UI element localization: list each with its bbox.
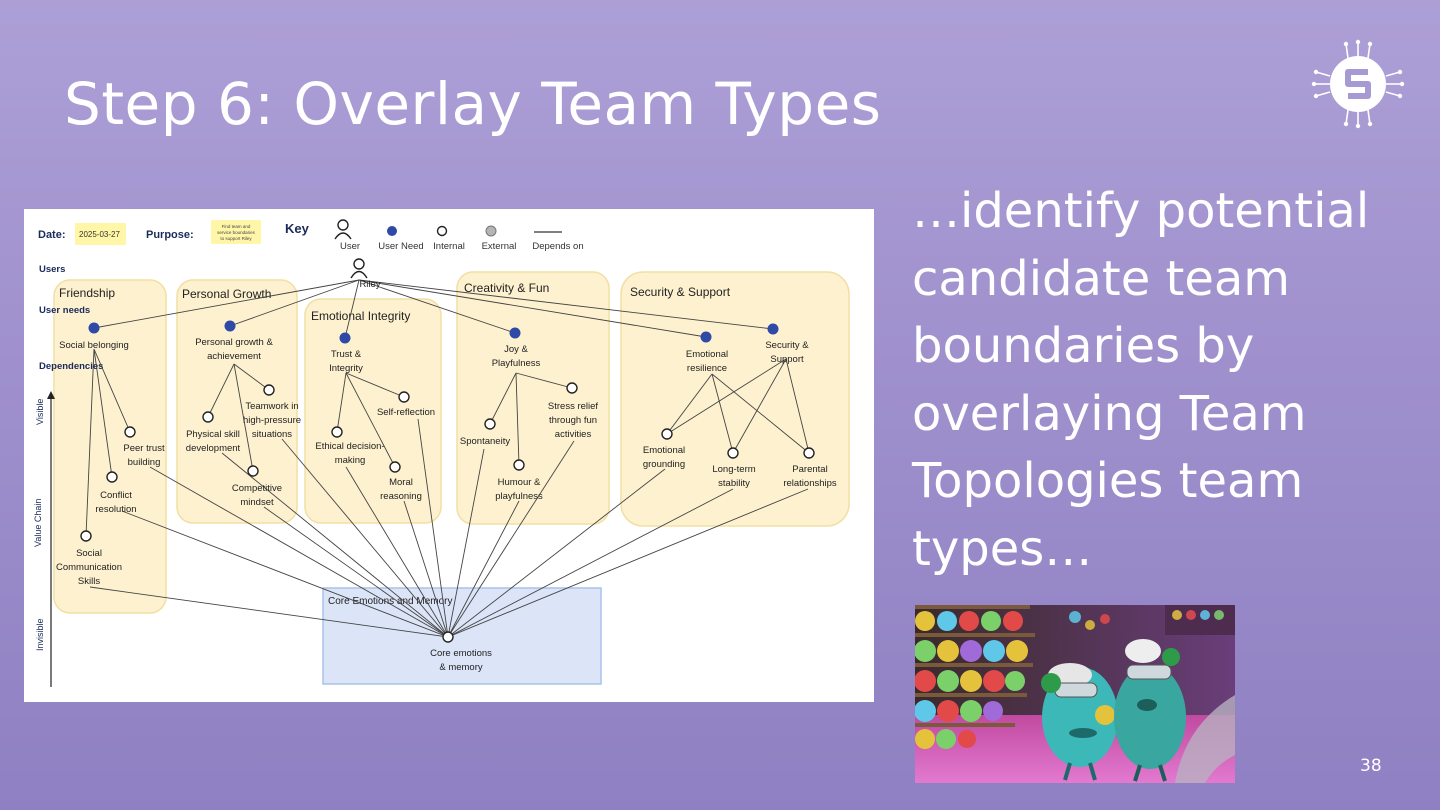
purpose-line: service boundaries — [217, 230, 256, 235]
comp-teamwork: high-pressure — [243, 415, 301, 426]
comp-long-term: stability — [718, 478, 750, 489]
need-emotional-resilience: resilience — [687, 363, 727, 374]
need-personal-growth: achievement — [207, 351, 261, 362]
comp-stress-relief: activities — [555, 429, 592, 440]
group-label-emotional-integrity: Emotional Integrity — [311, 309, 410, 323]
slide-title: Step 6: Overlay Team Types — [64, 70, 882, 138]
page-number: 38 — [1360, 756, 1382, 776]
side-line: Topologies team — [912, 453, 1304, 509]
comp-teamwork: situations — [252, 429, 292, 440]
key-item: Internal — [433, 241, 465, 252]
comp-emotional-grounding: grounding — [643, 459, 685, 470]
comp-moral: reasoning — [380, 491, 422, 502]
group-core — [322, 587, 602, 685]
row-label-users: Users — [39, 264, 65, 275]
purpose-label: Purpose: — [146, 229, 194, 241]
date-badge — [75, 223, 126, 245]
date-value: 2025-03-27 — [79, 230, 120, 239]
group-emotional-integrity — [304, 298, 442, 524]
comp-parental: relationships — [783, 478, 837, 489]
purpose-badge — [211, 220, 261, 244]
comp-peer-trust: Peer trust — [123, 443, 165, 454]
group-label-creativity: Creativity & Fun — [464, 281, 549, 295]
comp-ethical: making — [335, 455, 366, 466]
side-line: boundaries by — [912, 318, 1255, 374]
comp-humour: playfulness — [495, 491, 543, 502]
side-line: types… — [912, 520, 1093, 577]
axis-label-value-chain: Value Chain — [33, 499, 43, 547]
key-label: Key — [285, 221, 310, 236]
comp-parental: Parental — [792, 464, 827, 475]
comp-ethical: Ethical decision- — [315, 441, 384, 452]
key-item: User — [340, 241, 360, 252]
comp-competitive: mindset — [240, 497, 274, 508]
comp-teamwork: Teamwork in — [245, 401, 298, 412]
group-creativity — [456, 271, 610, 525]
comp-moral: Moral — [389, 477, 413, 488]
row-label-user-needs: User needs — [39, 305, 90, 316]
key-item: Depends on — [532, 241, 583, 252]
comp-stress-relief: Stress relief — [548, 401, 599, 412]
group-security — [620, 271, 850, 527]
key-item: External — [482, 241, 517, 252]
side-line: overlaying Team — [912, 385, 1307, 442]
side-description: …identify potential candidate team bound… — [912, 178, 1412, 583]
key-internal-dot — [436, 225, 448, 237]
row-label-dependencies: Dependencies — [39, 361, 103, 372]
group-friendship — [53, 279, 167, 614]
need-security: Security & — [765, 340, 809, 351]
user-need-nodes — [88, 320, 779, 344]
wardley-map: Friendship Personal Growth Emotional Int… — [24, 209, 874, 702]
comp-core-emotions: & memory — [439, 662, 483, 673]
brand-logo — [1308, 38, 1408, 130]
group-label-core: Core Emotions and Memory — [328, 596, 453, 607]
comp-conflict: resolution — [95, 504, 136, 515]
date-label: Date: — [38, 229, 66, 241]
axis-label-invisible: Invisible — [35, 618, 45, 651]
need-emotional-resilience: Emotional — [686, 349, 728, 360]
axis-label-visible: Visible — [35, 399, 45, 425]
key-user-icon — [334, 219, 352, 240]
side-line: candidate team — [912, 250, 1291, 307]
comp-social-comm: Social — [76, 548, 102, 559]
need-joy: Joy & — [504, 344, 528, 355]
comp-self-reflection: Self-reflection — [377, 407, 435, 418]
comp-spontaneity: Spontaneity — [460, 436, 510, 447]
comp-peer-trust: building — [128, 457, 161, 468]
need-joy: Playfulness — [492, 358, 541, 369]
purpose-line: Find team and — [222, 224, 251, 229]
need-trust: Trust & — [331, 349, 362, 360]
need-social-belonging: Social belonging — [59, 340, 129, 351]
key-external-dot — [485, 225, 497, 237]
memory-workers-illustration — [915, 605, 1235, 783]
comp-physical-skill: Physical skill — [186, 429, 240, 440]
comp-humour: Humour & — [498, 477, 541, 488]
side-line: …identify potential — [912, 183, 1370, 239]
dependency-lines — [85, 279, 810, 638]
comp-core-emotions: Core emotions — [430, 648, 492, 659]
need-personal-growth: Personal growth & — [195, 337, 273, 348]
group-label-friendship: Friendship — [59, 286, 115, 300]
need-security: Support — [770, 354, 804, 365]
component-nodes — [80, 382, 815, 643]
comp-emotional-grounding: Emotional — [643, 445, 685, 456]
comp-conflict: Conflict — [100, 490, 132, 501]
axis-arrow-icon — [47, 391, 55, 399]
comp-competitive: Competitive — [232, 483, 282, 494]
group-label-personal-growth: Personal Growth — [182, 287, 271, 301]
comp-stress-relief: through fun — [549, 415, 597, 426]
comp-physical-skill: development — [186, 443, 241, 454]
user-riley-label: Riley — [359, 279, 380, 290]
purpose-line: to support Riley — [220, 236, 252, 241]
comp-social-comm: Skills — [78, 576, 100, 587]
need-trust: Integrity — [329, 363, 363, 374]
comp-long-term: Long-term — [712, 464, 755, 475]
comp-social-comm: Communication — [56, 562, 122, 573]
key-need-dot — [387, 226, 397, 236]
group-label-security: Security & Support — [630, 285, 731, 299]
user-riley-icon — [350, 258, 368, 279]
group-personal-growth — [176, 279, 298, 524]
key-item: User Need — [378, 241, 423, 252]
